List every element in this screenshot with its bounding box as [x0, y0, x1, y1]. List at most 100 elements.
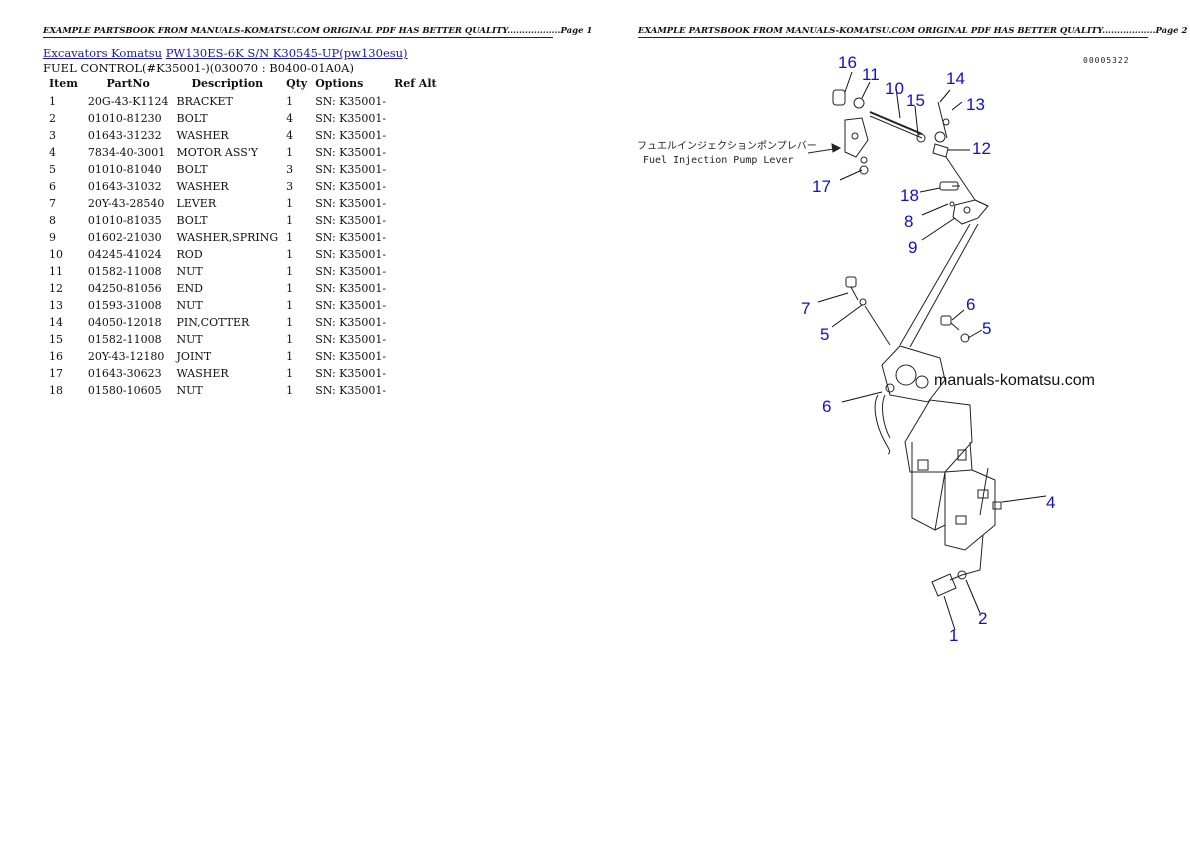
- options-cell: SN: K35001-: [315, 367, 387, 380]
- ref-alt-cell: [390, 195, 441, 212]
- part-number-cell: 04245-41024: [87, 248, 162, 261]
- description-cell: END: [176, 282, 203, 295]
- callout-number: 12: [972, 139, 991, 158]
- options-cell: SN: K35001-: [315, 180, 387, 193]
- bracket-part: [904, 399, 973, 473]
- quantity-cell: 4: [286, 112, 294, 125]
- callout-number: 15: [906, 91, 925, 110]
- item-number-cell: 15: [49, 333, 63, 346]
- description-cell: MOTOR ASS'Y: [176, 146, 259, 159]
- ref-alt-cell: [390, 280, 441, 297]
- ref-alt-cell: [390, 331, 441, 348]
- ref-alt-cell: [390, 314, 441, 331]
- description-cell: BOLT: [176, 112, 208, 125]
- ref-alt-cell: [390, 246, 441, 263]
- part-number-cell: 01582-11008: [87, 265, 162, 278]
- item-number-cell: 16: [49, 350, 63, 363]
- lever-part: [952, 199, 989, 225]
- item-number-cell: 6: [49, 180, 56, 193]
- bolt-part: [931, 573, 957, 597]
- rod-part: [869, 111, 923, 135]
- quantity-cell: 3: [286, 180, 294, 193]
- description-cell: BOLT: [176, 214, 208, 227]
- callout-number: 4: [1046, 493, 1055, 512]
- ref-alt-cell: [390, 263, 441, 280]
- description-cell: BRACKET: [176, 95, 233, 108]
- ref-alt-cell: [390, 93, 441, 110]
- callout-number: 18: [900, 186, 919, 205]
- description-cell: NUT: [176, 299, 203, 312]
- description-cell: PIN,COTTER: [176, 316, 250, 329]
- quantity-cell: 1: [286, 367, 294, 380]
- breadcrumb-model-link[interactable]: PW130ES-6K S/N K30545-UP(pw130esu): [165, 46, 408, 60]
- options-cell: SN: K35001-: [315, 316, 387, 329]
- parts-drawing: [807, 89, 1002, 597]
- description-cell: NUT: [176, 384, 203, 397]
- part-number-cell: 01593-31008: [87, 299, 162, 312]
- item-number-cell: 12: [49, 282, 63, 295]
- description-cell: LEVER: [176, 197, 217, 210]
- item-number-cell: 3: [49, 129, 56, 142]
- ref-alt-cell: [390, 110, 441, 127]
- drawing-code: 00005322: [1083, 56, 1130, 65]
- ref-alt-cell: [390, 229, 441, 246]
- parts-table: Item PartNo Description Qty Options Ref …: [43, 76, 441, 399]
- part-number-cell: 01602-21030: [87, 231, 162, 244]
- page-header-2: EXAMPLE PARTSBOOK FROM MANUALS-KOMATSU.C…: [638, 26, 1188, 38]
- part-number-cell: 20Y-43-12180: [87, 350, 165, 363]
- pump-lever-part: [844, 117, 869, 158]
- fuel-injection-pump-lever-label: フュエルインジェクションポンプレバー Fuel Injection Pump L…: [637, 140, 817, 166]
- ref-alt-cell: [390, 348, 441, 365]
- callout-number: 6: [822, 397, 831, 416]
- item-number-cell: 5: [49, 163, 56, 176]
- item-number-cell: 1: [49, 95, 56, 108]
- part-number-cell: 04250-81056: [87, 282, 162, 295]
- description-cell: WASHER: [176, 129, 229, 142]
- ref-alt-cell: [390, 297, 441, 314]
- part-number-cell: 01643-30623: [87, 367, 162, 380]
- quantity-cell: 1: [286, 350, 294, 363]
- label-japanese: フュエルインジェクションポンプレバー: [637, 140, 817, 152]
- callout-number: 6: [966, 295, 975, 314]
- quantity-cell: 4: [286, 129, 294, 142]
- quantity-cell: 1: [286, 95, 294, 108]
- options-cell: SN: K35001-: [315, 95, 387, 108]
- callout-number: 8: [904, 212, 913, 231]
- quantity-cell: 1: [286, 384, 294, 397]
- quantity-cell: 1: [286, 316, 294, 329]
- ref-alt-cell: [390, 178, 441, 195]
- table-header-row: Item PartNo Description Qty Options Ref …: [43, 76, 441, 93]
- ref-alt-cell: [390, 365, 441, 382]
- item-number-cell: 9: [49, 231, 56, 244]
- item-number-cell: 4: [49, 146, 56, 159]
- callout-number: 1: [949, 626, 958, 645]
- quantity-cell: 1: [286, 197, 294, 210]
- options-cell: SN: K35001-: [315, 333, 387, 346]
- options-cell: SN: K35001-: [315, 282, 387, 295]
- description-cell: WASHER: [176, 367, 229, 380]
- description-cell: WASHER,SPRING: [176, 231, 279, 244]
- item-number-cell: 10: [49, 248, 63, 261]
- breadcrumb-category-link[interactable]: Excavators Komatsu: [43, 46, 163, 60]
- fuel-control-diagram: 00005322 フュエルインジェクションポンプレバー Fuel Injecti…: [637, 53, 1130, 645]
- column-header-ref-alt: Ref Alt: [394, 76, 437, 90]
- part-number-cell: 20Y-43-28540: [87, 197, 165, 210]
- options-cell: SN: K35001-: [315, 112, 387, 125]
- quantity-cell: 1: [286, 231, 294, 244]
- callout-number: 5: [820, 325, 829, 344]
- options-cell: SN: K35001-: [315, 265, 387, 278]
- part-number-cell: 01582-11008: [87, 333, 162, 346]
- options-cell: SN: K35001-: [315, 248, 387, 261]
